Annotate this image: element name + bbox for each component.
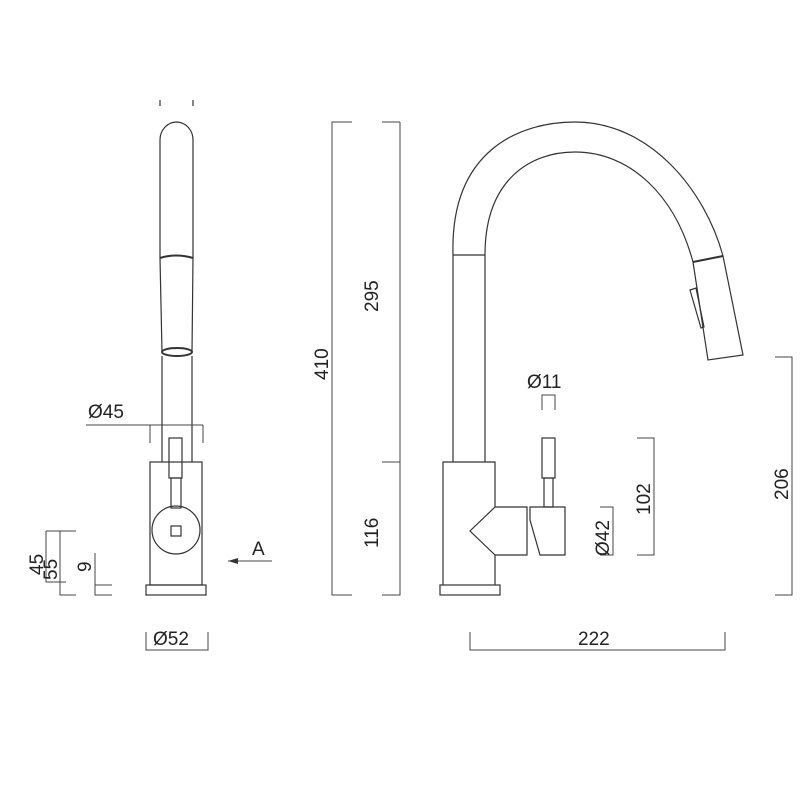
spray-button [689,287,705,329]
side-view: 410 295 116 Ø11 Ø42 102 206 222 [312,121,793,651]
front-handle [151,505,201,555]
front-lever [168,437,183,479]
side-spout-inner [484,151,694,263]
dim-lever-diameter: Ø11 [527,372,562,393]
front-body [149,461,203,586]
side-handle [529,506,566,556]
dim-295: 295 [362,280,383,312]
dim-spout-diameter: Ø45 [88,402,124,423]
dim-base-diameter: Ø52 [153,629,189,650]
dim-206: 206 [772,468,793,500]
dim-222: 222 [578,629,610,650]
dim-45: 45 [27,554,48,575]
front-view: Ø45 Ø52 45 55 9 A [27,100,272,651]
view-a-label: A [252,539,265,560]
dim-handle-diameter: Ø42 [593,520,614,556]
dim-55: 55 [41,559,62,580]
dim-9: 9 [75,561,96,572]
aerator [161,347,193,357]
dim-410: 410 [312,348,333,380]
logo-icon [170,525,182,537]
side-base [439,584,501,596]
side-body [442,461,496,585]
dim-116: 116 [362,518,383,548]
front-spout [159,121,194,258]
side-lever [541,437,556,479]
dim-102: 102 [634,483,655,515]
side-spout-outer [452,121,724,257]
front-base [145,584,207,596]
